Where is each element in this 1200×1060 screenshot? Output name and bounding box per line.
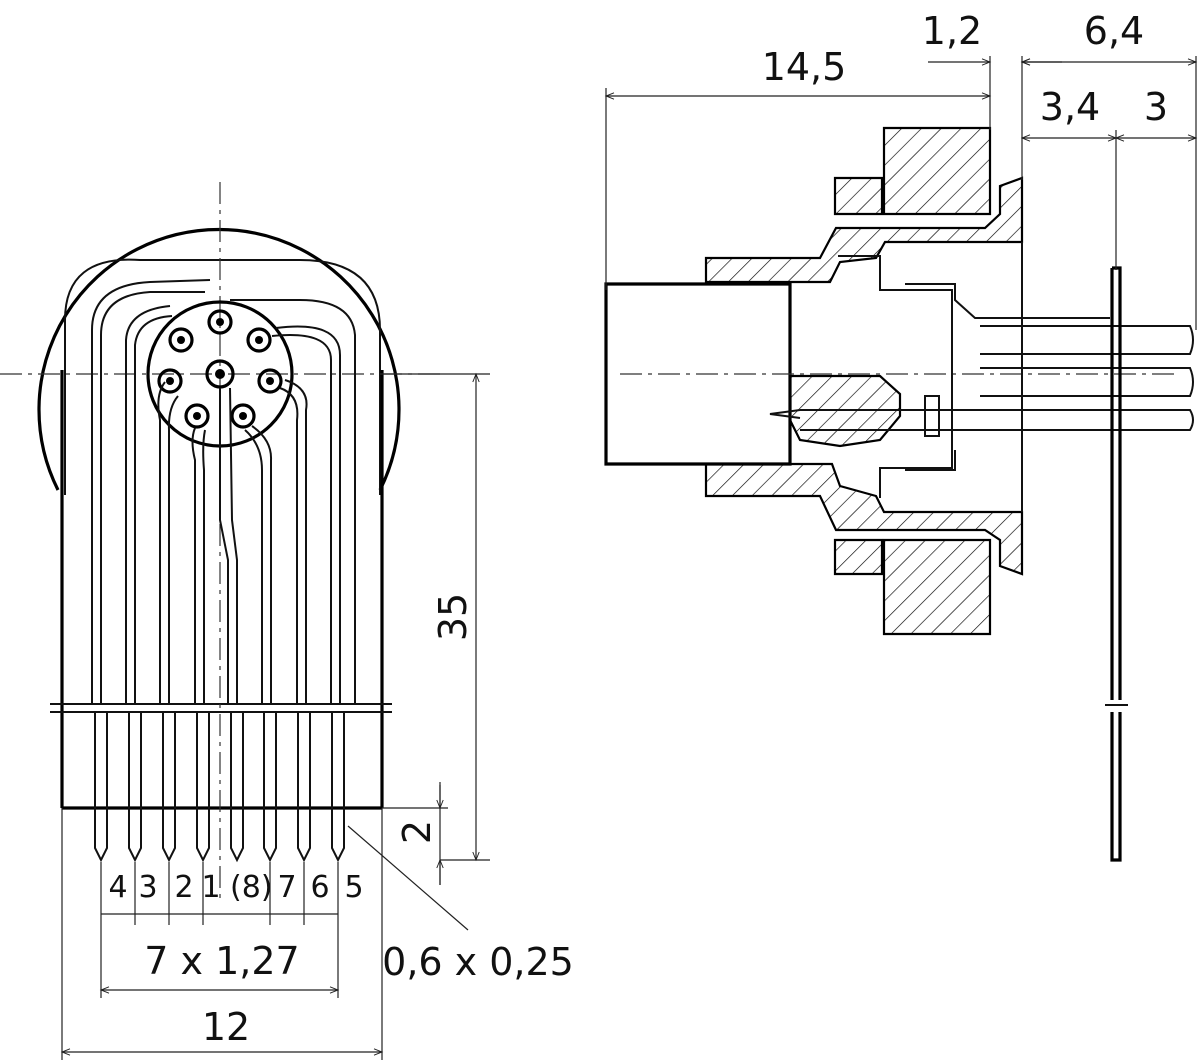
pin-label-3: 3 — [138, 870, 157, 905]
pin-label-5: 5 — [344, 870, 363, 905]
pin-label-7: 7 — [277, 870, 296, 905]
dim-flange-thickness: 1,2 — [922, 9, 982, 53]
dim-rear-offset: 3,4 — [1040, 85, 1100, 129]
side-view: 14,5 1,2 6,4 3,4 3 — [604, 9, 1198, 862]
dim-pitch: 7 x 1,27 — [144, 939, 299, 983]
front-view: 35 2 4 3 2 1 (8) 7 6 5 7 x 1,27 12 — [0, 182, 574, 1060]
dim-pin-protrusion: 2 — [395, 820, 439, 844]
dim-side-body-length: 14,5 — [762, 45, 847, 89]
contact-holes — [157, 309, 283, 429]
dim-rear-length: 6,4 — [1084, 9, 1144, 53]
pins — [94, 712, 345, 863]
dim-front-height: 35 — [431, 593, 475, 641]
dim-width: 12 — [202, 1005, 250, 1049]
pin-label-4: 4 — [108, 870, 127, 905]
dim-pin-tail: 3 — [1144, 85, 1168, 129]
pin-label-1-8: 1 (8) — [201, 870, 272, 905]
dim-pin-section: 0,6 x 0,25 — [382, 940, 574, 984]
pin-label-2: 2 — [174, 870, 193, 905]
traces — [91, 279, 356, 705]
pin-label-6: 6 — [310, 870, 329, 905]
